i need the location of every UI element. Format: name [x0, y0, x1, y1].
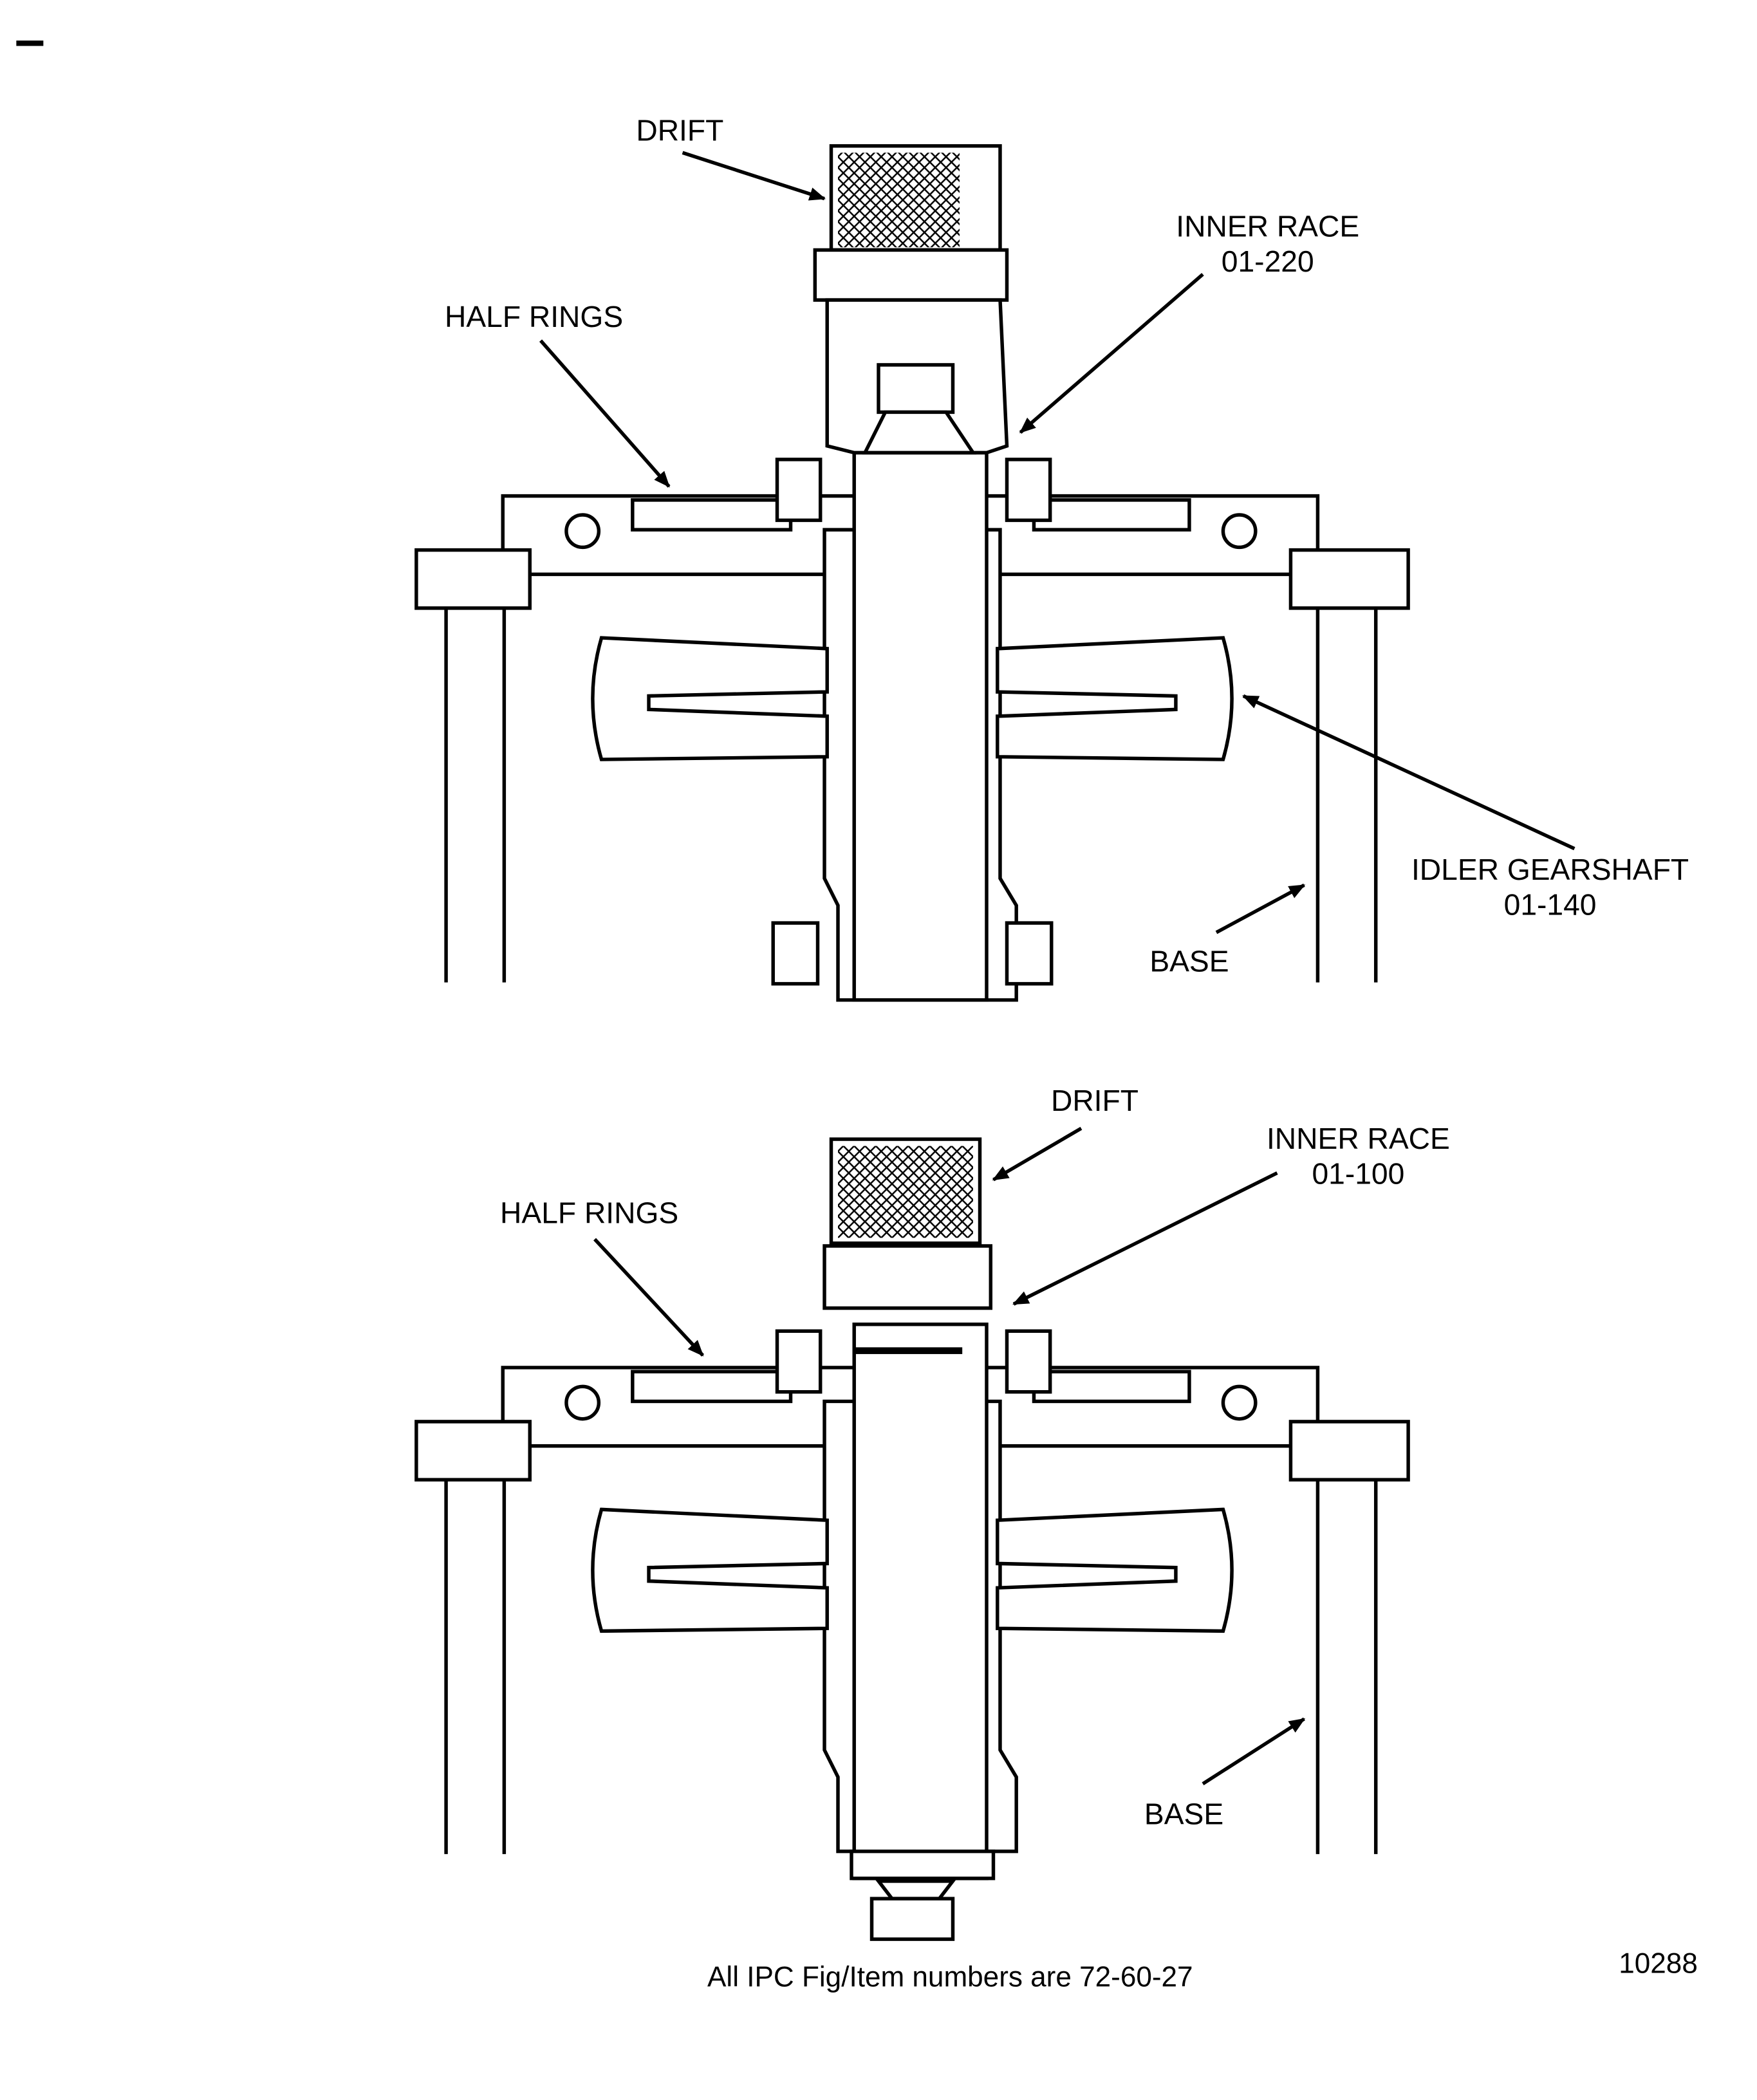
inner-race-bearing: [775, 1329, 823, 1394]
drift-collar: [823, 1244, 993, 1310]
hub-bottom: [850, 1849, 996, 1881]
figure-number: 10288: [1619, 1948, 1698, 1980]
ipc-note: All IPC Fig/Item numbers are 72-60-27: [707, 1962, 1193, 1993]
upper-half-rings-arrow: [539, 339, 671, 488]
drift-shaft: [852, 1323, 989, 1881]
base-clamp-left: [414, 1420, 532, 1482]
upper-base-label: BASE: [1149, 945, 1229, 978]
upper-base-arrow: [1215, 883, 1306, 934]
gear-teeth-left: [591, 636, 829, 761]
half-ring-left: [631, 498, 793, 532]
half-ring-right: [1032, 1370, 1191, 1404]
lower-assembly-view: [414, 1137, 1410, 1941]
half-ring-left: [631, 1370, 793, 1404]
inner-race-bearing: [1005, 1329, 1052, 1394]
upper-assembly-view: [414, 144, 1410, 1002]
inner-race-bearing: [775, 458, 823, 523]
lower-bearing: [771, 921, 820, 986]
idler-gearshaft-label: IDLER GEARSHAFT: [1411, 853, 1689, 886]
lower-drift-label: DRIFT: [1051, 1084, 1139, 1117]
shaft-nut: [877, 363, 955, 414]
nut-taper: [862, 410, 977, 455]
lower-half-rings-label: HALF RINGS: [500, 1196, 678, 1229]
base-clamp-left: [414, 548, 532, 610]
gear-teeth-right: [996, 1507, 1234, 1633]
upper-inner-race-label: INNER RACE: [1176, 209, 1359, 243]
idler-gearshaft-arrow: [1242, 694, 1576, 851]
half-ring-right: [1032, 498, 1191, 532]
inner-race-bearing: [1005, 458, 1052, 523]
lower-drift-arrow: [992, 1126, 1083, 1182]
base-clamp-right: [1288, 1420, 1410, 1482]
bolt-hole-right: [1221, 513, 1258, 550]
lower-base-label: BASE: [1144, 1798, 1223, 1831]
upper-inner-race-arrow: [1019, 273, 1204, 434]
bolt-hole-left: [564, 1384, 601, 1421]
lower-half-rings-arrow: [593, 1238, 705, 1357]
knurl-pattern: [838, 153, 960, 248]
shaft-shoulder: [854, 1347, 963, 1354]
drift-shaft: [852, 451, 989, 1002]
corner-dash: [16, 40, 44, 46]
lower-bearing: [1005, 921, 1054, 986]
knurl-pattern: [838, 1146, 973, 1238]
lower-base-arrow: [1202, 1717, 1306, 1785]
upper-half-rings-label: HALF RINGS: [445, 300, 623, 333]
gear-teeth-right: [996, 636, 1234, 761]
nut-taper: [875, 1879, 957, 1900]
upper-drift-arrow: [682, 151, 826, 201]
shaft-nut: [869, 1897, 955, 1941]
drift-collar: [813, 248, 1009, 302]
idler-gearshaft-item: 01-140: [1504, 888, 1597, 922]
gear-teeth-left: [591, 1507, 829, 1633]
lower-inner-race-item: 01-100: [1312, 1157, 1404, 1190]
upper-drift-label: DRIFT: [636, 113, 723, 147]
bolt-hole-right: [1221, 1384, 1258, 1421]
bolt-hole-left: [564, 513, 601, 550]
base-clamp-right: [1288, 548, 1410, 610]
lower-inner-race-label: INNER RACE: [1267, 1122, 1450, 1155]
lower-inner-race-arrow: [1012, 1171, 1278, 1306]
upper-inner-race-item: 01-220: [1222, 245, 1314, 278]
